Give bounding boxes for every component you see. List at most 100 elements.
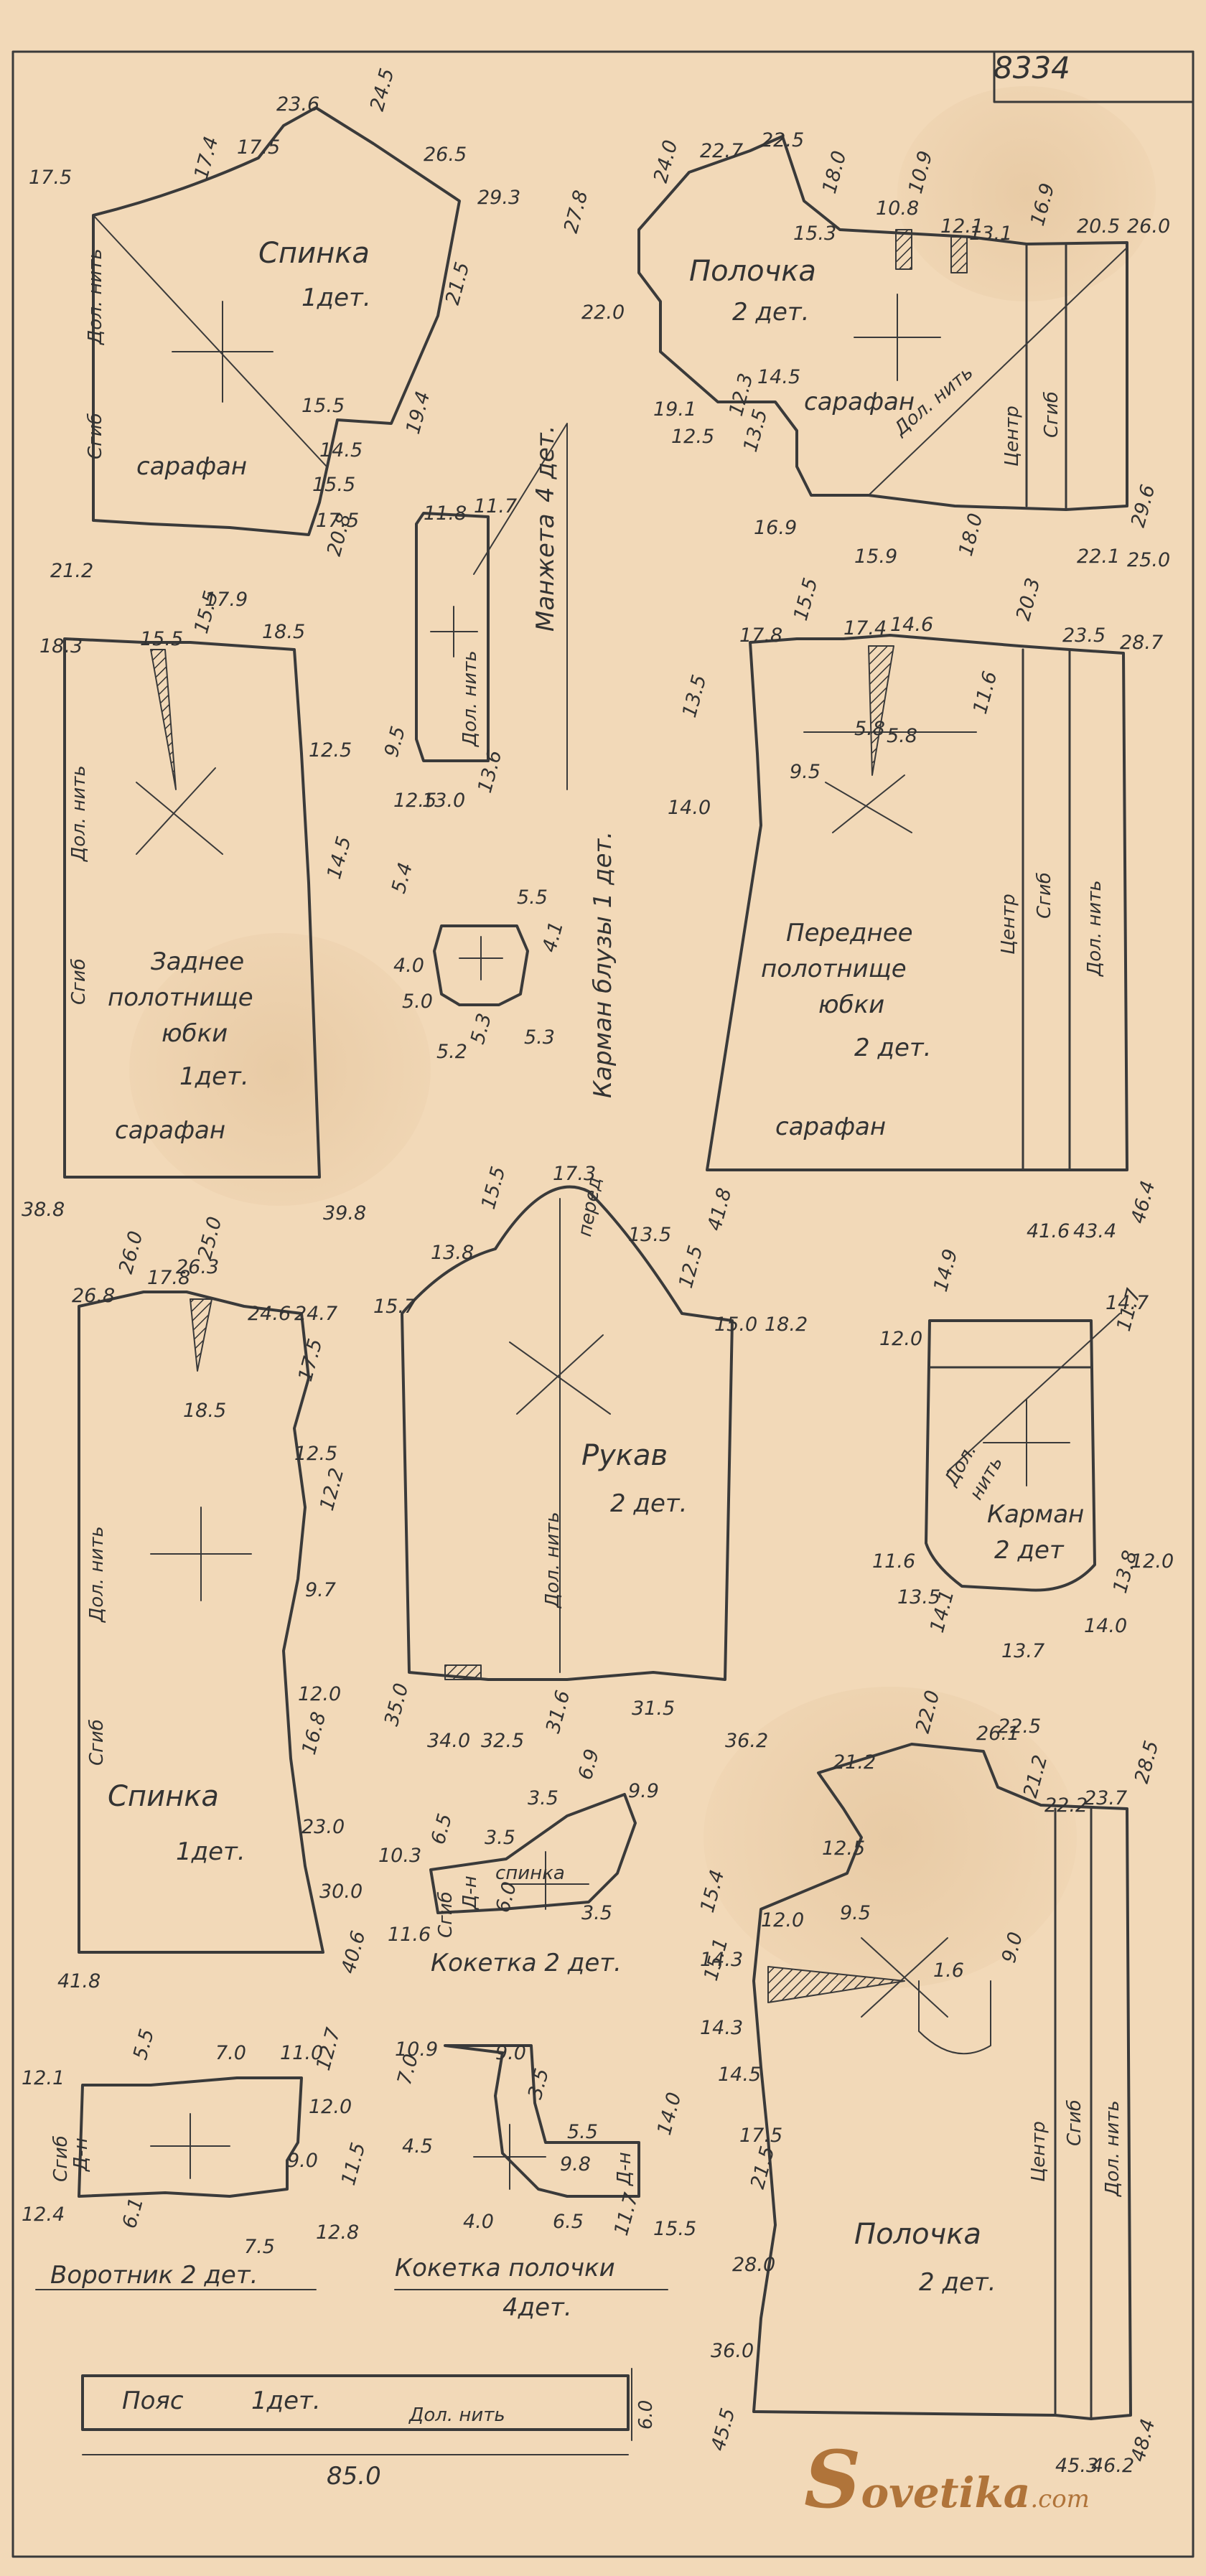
label-belt: Пояс <box>122 2387 184 2415</box>
grain-sleeve: Дол. нить <box>542 1512 564 1608</box>
fold-back-blouse: Сгиб <box>86 1719 108 1766</box>
measurement-value: 13.5 <box>628 1224 672 1246</box>
grain-front-skirt: Дол. нить <box>1084 880 1106 976</box>
fold-back-yoke: Сгиб <box>435 1891 457 1938</box>
measurement-value: 10.8 <box>876 197 920 220</box>
outline-front-skirt <box>706 634 1128 1171</box>
measurement-value: 20.5 <box>1077 215 1121 238</box>
measurement-value: 26.0 <box>1127 215 1171 238</box>
measurement-value: 12.0 <box>1131 1550 1174 1573</box>
outline-front-sarafan <box>637 135 1128 511</box>
count-back-blouse: 1дет. <box>176 1837 246 1866</box>
count-belt: 1дет. <box>251 2387 321 2415</box>
mark-back-yoke: спинка <box>495 1863 565 1884</box>
measurement-value: 4.5 <box>402 2135 433 2158</box>
measurement-value: 3.5 <box>581 1902 612 1924</box>
measurement-value: 36.2 <box>725 1730 769 1752</box>
measurement-value: 21.2 <box>50 560 94 582</box>
outline-belt <box>81 2374 630 2431</box>
measurement-value: 41.8 <box>57 1970 101 1992</box>
label-back-sarafan: Спинка <box>258 237 370 270</box>
fold-back-skirt: Сгиб <box>68 958 90 1005</box>
count-front-skirt: 2 дет. <box>854 1034 932 1062</box>
measurement-value: 39.8 <box>323 1202 367 1224</box>
measurement-value: 12.0 <box>298 1683 342 1705</box>
measurement-value: 15.7 <box>373 1296 417 1318</box>
label-back-skirt-2: полотнище <box>108 983 253 1012</box>
measurement-value: 46.2 <box>1091 2455 1135 2477</box>
measurement-value: 18.5 <box>262 621 306 643</box>
measurement-value: 24.6 <box>248 1303 291 1325</box>
measurement-value: 4.0 <box>463 2211 494 2233</box>
measurement-value: 22.1 <box>1077 545 1121 568</box>
count-sleeve: 2 дет. <box>610 1489 688 1518</box>
label-front-sarafan: Полочка <box>689 255 816 288</box>
measurement-value: 30.0 <box>319 1881 363 1903</box>
measurement-value: 9.0 <box>495 2042 526 2064</box>
measurement-value: 12.0 <box>761 1909 805 1931</box>
label-front-skirt-2: полотнище <box>761 955 907 983</box>
measurement-value: 26.1 <box>976 1723 1020 1745</box>
logo-name: ovetika <box>861 2468 1031 2517</box>
measurement-value: 14.7 <box>1106 1292 1149 1314</box>
measurement-value: 17.9 <box>205 589 248 611</box>
label-back-skirt-3: юбки <box>162 1019 228 1048</box>
fold-collar: Сгиб <box>50 2135 72 2182</box>
measurement-value: 17.5 <box>316 510 360 532</box>
measurement-value: 13.5 <box>897 1586 941 1608</box>
measurement-value: 26.3 <box>176 1256 220 1278</box>
label-collar: Воротник 2 дет. <box>50 2261 258 2290</box>
measurement-value: 5.0 <box>402 990 433 1013</box>
measurement-value: 26.8 <box>72 1285 116 1307</box>
measurement-value: 5.5 <box>567 2121 598 2143</box>
measurement-value: 14.6 <box>890 614 934 636</box>
measurement-value: 23.6 <box>276 93 320 116</box>
measurement-value: 5.3 <box>524 1026 555 1049</box>
measurement-value: 10.3 <box>378 1845 422 1867</box>
measurement-value: 12.4 <box>22 2203 65 2226</box>
measurement-value: 3.5 <box>528 1787 558 1809</box>
measurement-value: 17.3 <box>553 1163 597 1185</box>
logo-initial: S <box>804 2433 861 2526</box>
grain-belt: Дол. нить <box>409 2404 505 2426</box>
code-back-yoke: Д-н <box>459 1875 481 1909</box>
center-front-blouse: Центр <box>1028 2121 1050 2182</box>
measurement-value: 9.8 <box>560 2153 591 2175</box>
measurement-value: 4.0 <box>393 955 424 977</box>
logo-domain: .com <box>1030 2485 1090 2514</box>
label-sleeve: Рукав <box>581 1439 668 1472</box>
measurement-value: 43.4 <box>1073 1220 1117 1242</box>
measurement-value: 9.5 <box>840 1902 871 1924</box>
measurement-value: 5.2 <box>436 1041 467 1063</box>
fold-front-blouse: Сгиб <box>1064 2099 1085 2146</box>
measurement-value: 15.5 <box>140 628 184 650</box>
count-front-blouse: 2 дет. <box>919 2268 996 2297</box>
length-belt: 85.0 <box>327 2462 381 2491</box>
measurement-value: 9.7 <box>305 1579 336 1601</box>
count-pocket: 2 дет <box>994 1536 1064 1565</box>
outline-back-sarafan <box>92 106 461 536</box>
count-front-yoke: 4дет. <box>502 2293 572 2322</box>
label-blouse-pocket: Карман блузы 1 дет. <box>589 830 617 1098</box>
width-belt: 6.0 <box>635 2399 657 2430</box>
measurement-value: 36.0 <box>711 2340 754 2362</box>
measurement-value: 12.5 <box>393 790 437 812</box>
measurement-value: 12.5 <box>309 739 352 762</box>
outline-back-skirt <box>63 637 321 1179</box>
measurement-value: 13.1 <box>969 223 1013 245</box>
measurement-value: 25.0 <box>1127 549 1171 571</box>
outline-collar <box>78 2076 303 2198</box>
fold-back-sarafan: Сгиб <box>85 413 106 459</box>
outline-blouse-pocket <box>433 924 529 1006</box>
measurement-value: 17.8 <box>147 1267 191 1289</box>
measurement-value: 11.6 <box>872 1550 916 1573</box>
measurement-value: 18.3 <box>39 635 83 657</box>
measurement-value: 18.2 <box>765 1313 808 1336</box>
measurement-value: 5.8 <box>887 725 917 747</box>
measurement-value: 28.0 <box>732 2254 776 2276</box>
measurement-value: 14.5 <box>319 439 363 462</box>
measurement-value: 7.0 <box>215 2042 246 2064</box>
center-front-sarafan: Центр <box>1001 406 1023 467</box>
paper-stain <box>129 933 431 1206</box>
